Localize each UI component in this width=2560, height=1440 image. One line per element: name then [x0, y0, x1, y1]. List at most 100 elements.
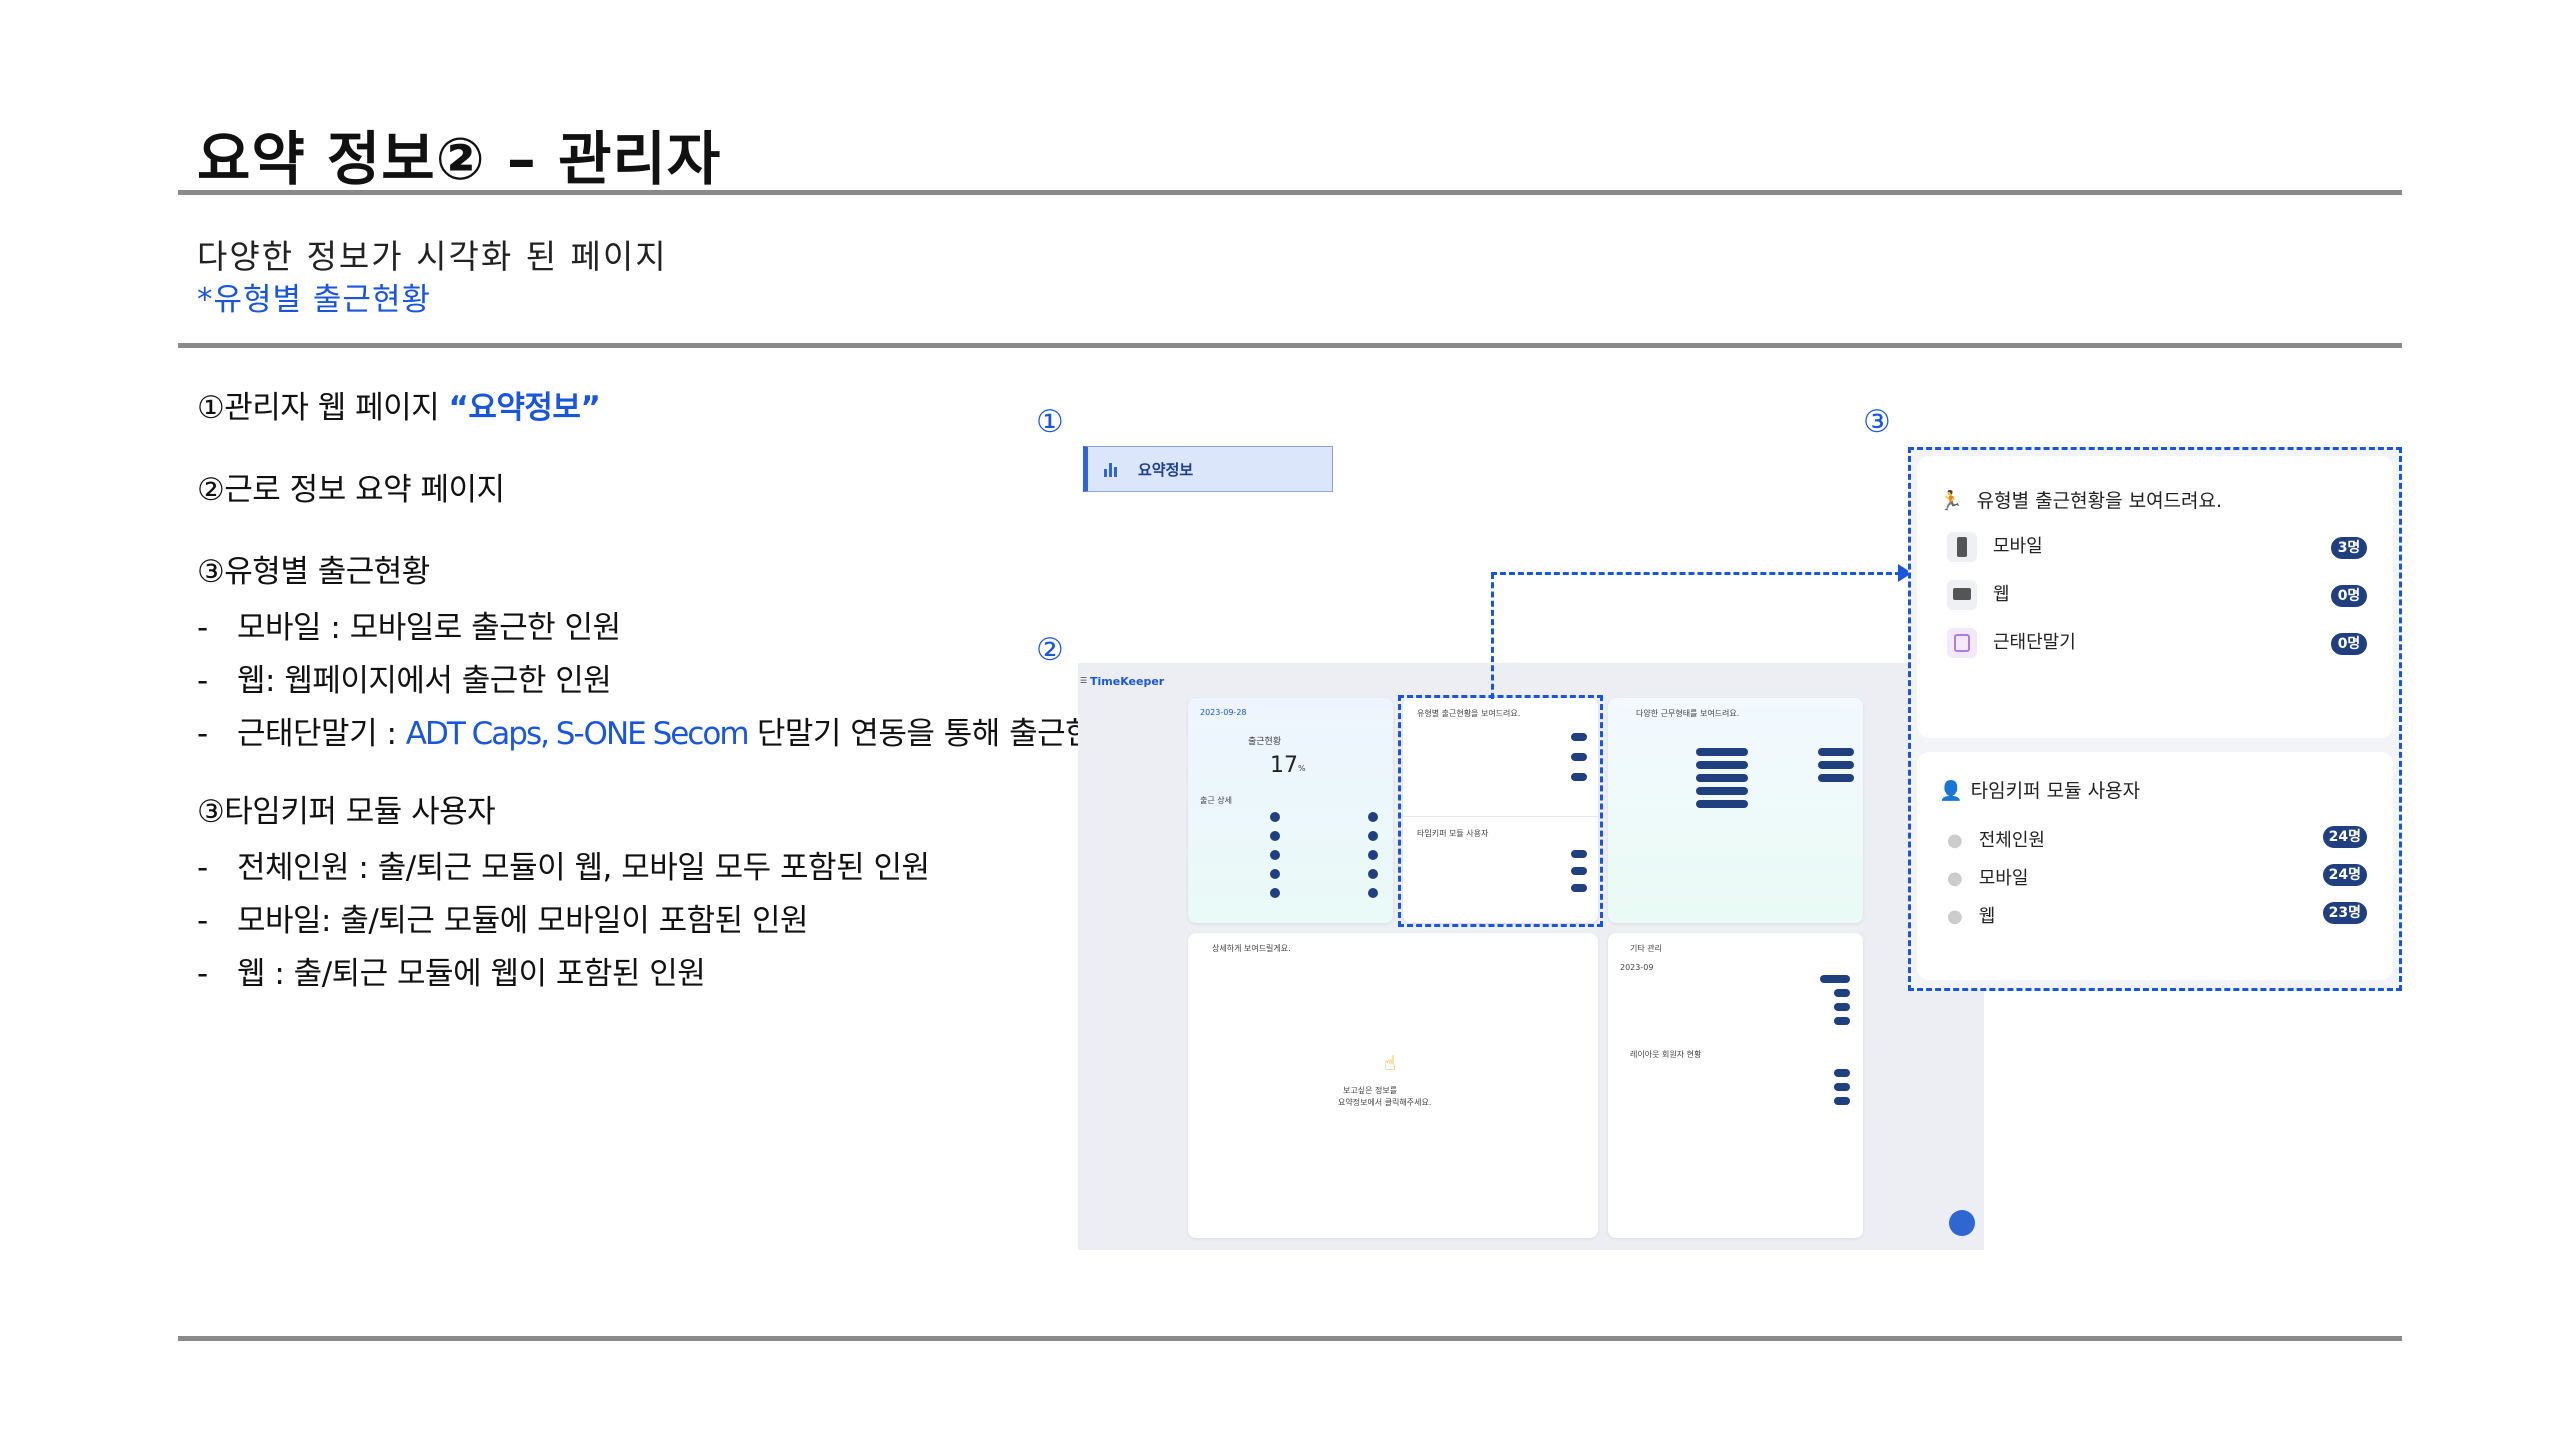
list-dash: - [197, 850, 208, 886]
list-subitem-text: 근태단말기 : [237, 716, 406, 752]
detail-title: 상세하게 보여드릴게요. [1212, 944, 1291, 953]
type-row-count: 0명 [2331, 585, 2367, 607]
marker-1: ① [1036, 404, 1064, 440]
running-person-icon: 🏃 [1939, 490, 1963, 512]
list-subitem: -근태단말기 : ADT Caps, S-ONE Secom 단말기 연동을 통… [197, 708, 1159, 753]
count-dot [1270, 812, 1280, 822]
count-badge [1834, 1097, 1850, 1105]
list-dash: - [197, 956, 208, 992]
pointing-hand-icon: ☝ [1384, 1051, 1397, 1075]
work-type-card[interactable]: 다양한 근무형태를 보여드려요. [1608, 698, 1863, 923]
list-item-2: ②근로 정보 요약 페이지 [197, 472, 505, 508]
bullet-icon: ● [1947, 830, 1963, 851]
count-dot [1368, 831, 1378, 841]
attendance-unit: % [1298, 764, 1306, 773]
list-item-1-text: ①관리자 웹 페이지 [197, 390, 449, 426]
count-badge [1820, 975, 1850, 983]
type-attendance-title: 유형별 출근현황을 보여드려요. [1417, 709, 1521, 718]
type-row-count: 0명 [2331, 633, 2367, 655]
attendance-label: 출근현황 [1248, 737, 1282, 747]
work-type-bar [1818, 748, 1854, 756]
module-user-title: 타임키퍼 모듈 사용자 [1417, 829, 1489, 838]
type-attendance-card[interactable]: 유형별 출근현황을 보여드려요. 타임키퍼 모듈 사용자 [1403, 698, 1598, 923]
list-dash: - [197, 663, 208, 699]
chat-icon[interactable] [1949, 1210, 1975, 1236]
list-item-1: ①관리자 웹 페이지 “요약정보” [197, 382, 601, 427]
other-management-date: 2023-09 [1620, 963, 1654, 972]
work-type-title: 다양한 근무형태를 보여드려요. [1636, 709, 1740, 718]
list-dash: - [197, 716, 208, 752]
list-subitem-text: 웹 : 출/퇴근 모듈에 웹이 포함된 인원 [237, 956, 706, 992]
module-row-label: 웹 [1978, 906, 1996, 927]
empty-message: 요약정보에서 클릭해주세요. [1338, 1098, 1432, 1107]
header-divider [178, 190, 2402, 195]
count-badge [1571, 753, 1587, 761]
marker-3: ③ [1863, 404, 1891, 440]
id-card-icon [1947, 628, 1977, 658]
work-type-bar [1696, 774, 1748, 782]
detail-card[interactable]: 상세하게 보여드릴게요. ☝ 보고싶은 정보를 요약정보에서 클릭해주세요. [1188, 933, 1598, 1238]
list-subitem: -웹: 웹페이지에서 출근한 인원 [197, 655, 612, 700]
count-dot [1270, 869, 1280, 879]
module-row-label: 전체인원 [1978, 830, 2045, 851]
type-row-label: 모바일 [1993, 536, 2043, 557]
other-management-card[interactable]: 기타 관리 2023-09 레이아웃 회원자 현황 [1608, 933, 1863, 1238]
zoom-panel: 🏃 유형별 출근현황을 보여드려요. 모바일 3명 웹 0명 근태단말기 0명 👤… [1908, 447, 2402, 991]
list-subitem: -모바일: 출/퇴근 모듈에 모바일이 포함된 인원 [197, 895, 809, 940]
list-item-3: ③유형별 출근현황 [197, 554, 430, 590]
empty-message: 보고싶은 정보를 [1343, 1086, 1398, 1095]
type-attendance-card-zoom[interactable]: 🏃 유형별 출근현황을 보여드려요. 모바일 3명 웹 0명 근태단말기 0명 [1917, 456, 2393, 738]
page-subtitle-note: *유형별 출근현황 [197, 282, 431, 318]
monitor-icon [1947, 580, 1977, 610]
count-dot [1270, 888, 1280, 898]
bullet-icon: ● [1947, 868, 1963, 889]
list-item-4: ③타임키퍼 모듈 사용자 [197, 794, 496, 830]
work-type-bar [1818, 774, 1854, 782]
bar-chart-icon [1104, 461, 1120, 477]
count-dot [1270, 831, 1280, 841]
count-badge [1571, 850, 1587, 858]
module-user-title-text: 타임키퍼 모듈 사용자 [1970, 780, 2141, 802]
type-attendance-title-text: 유형별 출근현황을 보여드려요. [1976, 490, 2223, 512]
type-row-web[interactable]: 웹 [1947, 580, 2010, 610]
type-row-count: 3명 [2331, 537, 2367, 559]
type-row-terminal[interactable]: 근태단말기 [1947, 628, 2076, 658]
module-row-mobile[interactable]: ●모바일 [1947, 864, 2028, 890]
attendance-detail-label: 출근 상세 [1200, 796, 1232, 805]
list-subitem: -모바일 : 모바일로 출근한 인원 [197, 602, 621, 647]
legal-title: 레이아웃 회원자 현황 [1630, 1050, 1702, 1059]
attendance-date: 2023-09-28 [1200, 708, 1247, 717]
page-subtitle: 다양한 정보가 시각화 된 페이지 [197, 237, 668, 276]
menu-icon[interactable]: ☰ [1080, 676, 1088, 685]
type-row-label: 웹 [1993, 584, 2010, 605]
type-attendance-title-zoom: 🏃 유형별 출근현황을 보여드려요. [1939, 486, 2222, 513]
count-dot [1368, 812, 1378, 822]
list-subitem-text: 웹: 웹페이지에서 출근한 인원 [237, 663, 612, 699]
module-row-web[interactable]: ●웹 [1947, 902, 1995, 928]
menu-item-summary[interactable]: 요약정보 [1083, 446, 1333, 492]
work-type-bar [1818, 761, 1854, 769]
list-subitem-text: 모바일 : 모바일로 출근한 인원 [237, 610, 621, 646]
subtitle-divider [178, 343, 2402, 348]
page-title: 요약 정보② – 관리자 [197, 125, 722, 193]
dashboard-screenshot: TimeKeeper ☰ 2023-09-28 출근현황 17 % 출근 상세 … [1078, 663, 1984, 1250]
module-row-total[interactable]: ● 전체인원 [1947, 826, 2045, 852]
bullet-icon: ● [1947, 906, 1963, 927]
module-user-card-zoom[interactable]: 👤타임키퍼 모듈 사용자 ●전체인원 24명 ●모바일 24명 ●웹 23명 [1917, 752, 2393, 980]
type-attendance-callout [1398, 695, 1603, 927]
work-type-bar [1696, 748, 1748, 756]
count-dot [1368, 869, 1378, 879]
list-subitem-text: 모바일: 출/퇴근 모듈에 모바일이 포함된 인원 [237, 903, 809, 939]
count-badge [1571, 884, 1587, 892]
count-dot [1368, 850, 1378, 860]
count-badge [1834, 989, 1850, 997]
module-user-title-zoom: 👤 타임키퍼 모듈 사용자 [1939, 776, 2140, 803]
module-row-count: 24명 [2322, 864, 2367, 886]
attendance-value: 17 [1270, 753, 1298, 778]
type-row-mobile[interactable]: 모바일 [1947, 532, 2043, 562]
attendance-card[interactable]: 2023-09-28 출근현황 17 % 출근 상세 [1188, 698, 1393, 923]
brand-logo: TimeKeeper [1090, 675, 1165, 688]
count-dot [1368, 888, 1378, 898]
user-icon: 👤 [1939, 780, 1963, 802]
marker-2: ② [1036, 632, 1064, 668]
